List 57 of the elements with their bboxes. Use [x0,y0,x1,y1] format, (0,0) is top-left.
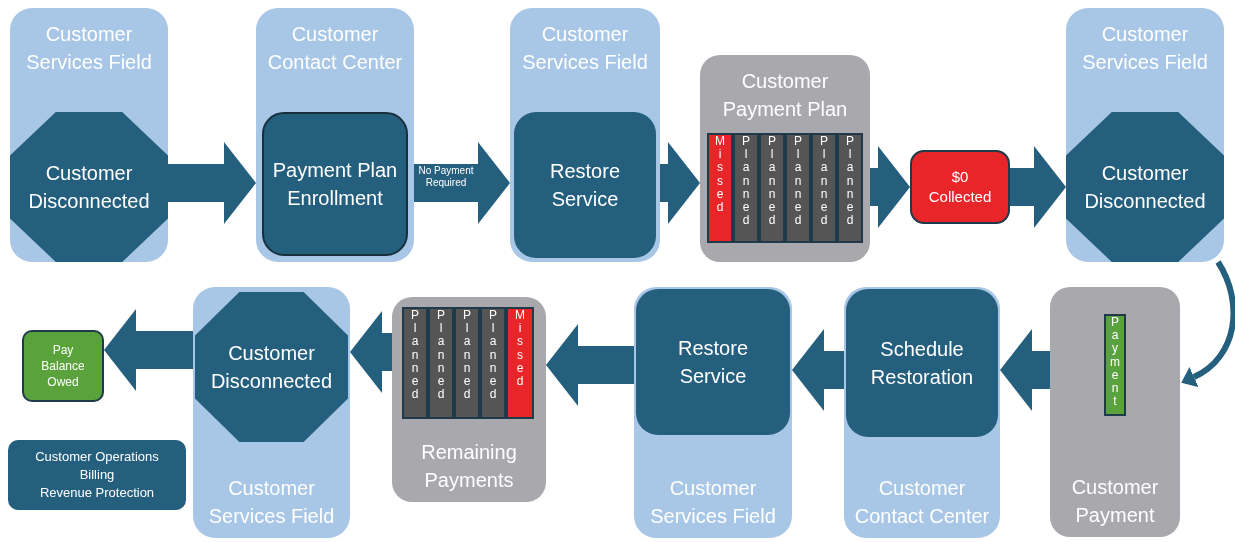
planned-payment-cell: Planned [480,307,506,419]
octagon-shape: Customer Disconnected [195,292,348,442]
info-text: Billing [79,466,115,484]
group-panel [700,55,870,262]
panel-heading: Customer Services Field [649,476,777,529]
panel-heading: Remaining Payments [420,440,518,493]
lane-panel [1066,8,1224,262]
lane-panel [844,287,1000,538]
block-arrow [414,142,510,224]
missed-payment-cell: Missed [506,307,534,419]
process-box: Restore Service [514,112,656,258]
outcome-box: Pay Balance Owed [22,330,104,402]
block-arrow [546,324,634,406]
edge-label: No Payment Required [417,165,475,189]
planned-payment-cell: Planned [428,307,454,419]
missed-payment-cell: Missed [707,133,733,243]
lane-panel [256,8,414,262]
lane-panel [634,287,792,538]
block-arrow [660,142,700,224]
block-arrow [104,309,193,391]
panel-heading: Customer Services Field [1081,22,1209,75]
panel-heading: Customer Services Field [25,22,153,75]
planned-payment-cell: Planned [837,133,863,243]
process-box: Restore Service [636,289,790,435]
payment-cell: Payment [1104,314,1126,416]
status-box: $0 Collected [910,150,1010,224]
octagon-shape: Customer Disconnected [1066,112,1224,262]
octagon-shape: Customer Disconnected [10,112,168,262]
block-arrow [168,142,256,224]
block-arrow [350,311,392,393]
planned-payment-cell: Planned [785,133,811,243]
lane-panel [510,8,660,262]
group-panel [392,297,546,502]
curved-arrow [1181,260,1235,387]
block-arrow [870,146,910,228]
block-arrow [1010,146,1066,228]
panel-heading: Customer Services Field [521,22,649,75]
panel-heading: Customer Payment Plan [721,69,849,122]
planned-payment-cell: Planned [454,307,480,419]
lane-panel [193,287,350,538]
info-text: Customer Operations [35,448,159,466]
info-box [8,440,186,510]
panel-heading: Customer Payment [1070,475,1160,528]
info-text: Revenue Protection [39,484,155,502]
panel-heading: Customer Contact Center [266,22,404,75]
block-arrow [1000,329,1050,411]
planned-payment-cell: Planned [759,133,785,243]
planned-payment-cell: Planned [811,133,837,243]
panel-heading: Customer Contact Center [853,476,991,529]
panel-heading: Customer Services Field [207,476,336,529]
process-box: Schedule Restoration [846,289,998,437]
planned-payment-cell: Planned [733,133,759,243]
process-box: Payment Plan Enrollment [262,112,408,256]
planned-payment-cell: Planned [402,307,428,419]
block-arrow [792,329,844,411]
group-panel [1050,287,1180,537]
lane-panel [10,8,168,262]
